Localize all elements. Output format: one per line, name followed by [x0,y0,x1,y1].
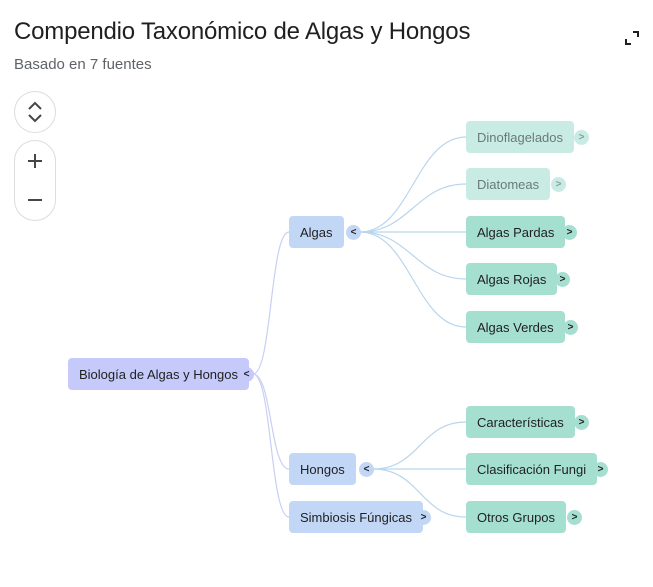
node-root-collapse-toggle[interactable]: < [239,367,254,382]
minus-icon [28,199,42,202]
node-algas-rojas-label: Algas Rojas [477,271,547,287]
fullscreen-icon [625,31,639,45]
node-root-label: Biología de Algas y Hongos [79,366,238,382]
node-clasificacion-fungi-expand-toggle[interactable]: > [593,462,608,477]
zoom-out-button[interactable] [15,181,55,221]
node-algas-pardas[interactable]: Algas Pardas [466,216,566,248]
node-algas-verdes-expand-toggle[interactable]: > [563,320,578,335]
edge-algas-diatomeas [359,183,467,233]
node-otros-grupos-expand-toggle[interactable]: > [567,510,582,525]
node-hongos-label: Hongos [300,461,345,477]
edge-algas-verdes [359,231,467,328]
node-caracteristicas-label: Características [477,414,564,430]
collapse-expand-icon [28,101,42,123]
node-algas-rojas[interactable]: Algas Rojas [466,263,558,295]
fullscreen-button[interactable] [620,26,644,50]
node-diatomeas[interactable]: Diatomeas [466,168,551,200]
node-caracteristicas-expand-toggle[interactable]: > [574,415,589,430]
collapse-expand-button[interactable] [14,91,56,133]
node-algas-pardas-expand-toggle[interactable]: > [562,225,577,240]
plus-icon [28,153,42,168]
node-algas-label: Algas [300,224,333,240]
edge-algas-rojas [359,231,467,280]
node-otros-grupos[interactable]: Otros Grupos [466,501,567,533]
edge-root-algas [252,231,290,375]
node-diatomeas-expand-toggle[interactable]: > [551,177,566,192]
node-caracteristicas[interactable]: Características [466,406,575,438]
node-clasificacion-fungi-label: Clasificación Fungi [477,461,587,477]
edge-hongos-otros [372,468,467,518]
node-clasificacion-fungi[interactable]: Clasificación Fungi [466,453,598,485]
node-simbiosis-fungicas-label: Simbiosis Fúngicas [300,509,412,525]
node-simbiosis-fungicas[interactable]: Simbiosis Fúngicas [289,501,423,533]
sources-subtitle: Basado en 7 fuentes [14,56,152,73]
node-hongos[interactable]: Hongos [289,453,356,485]
edge-algas-dinoflagelados [359,136,467,233]
node-algas-verdes[interactable]: Algas Verdes [466,311,565,343]
node-algas-verdes-label: Algas Verdes [477,319,554,335]
edge-root-simbiosis [252,373,290,518]
node-algas-pardas-label: Algas Pardas [477,224,555,240]
node-dinoflagelados-expand-toggle[interactable]: > [574,130,589,145]
node-root[interactable]: Biología de Algas y Hongos [68,358,249,390]
zoom-in-button[interactable] [15,141,55,181]
node-algas-collapse-toggle[interactable]: < [346,225,361,240]
node-hongos-collapse-toggle[interactable]: < [359,462,374,477]
zoom-controls [14,140,56,221]
edge-hongos-caracteristicas [372,421,467,470]
page-title: Compendio Taxonómico de Algas y Hongos [14,18,471,45]
node-algas-rojas-expand-toggle[interactable]: > [555,272,570,287]
node-algas[interactable]: Algas [289,216,344,248]
node-diatomeas-label: Diatomeas [477,176,540,192]
node-otros-grupos-label: Otros Grupos [477,509,556,525]
node-dinoflagelados[interactable]: Dinoflagelados [466,121,575,153]
node-simbiosis-fungicas-expand-toggle[interactable]: > [416,510,431,525]
node-dinoflagelados-label: Dinoflagelados [477,129,564,145]
edge-root-hongos [252,373,290,470]
